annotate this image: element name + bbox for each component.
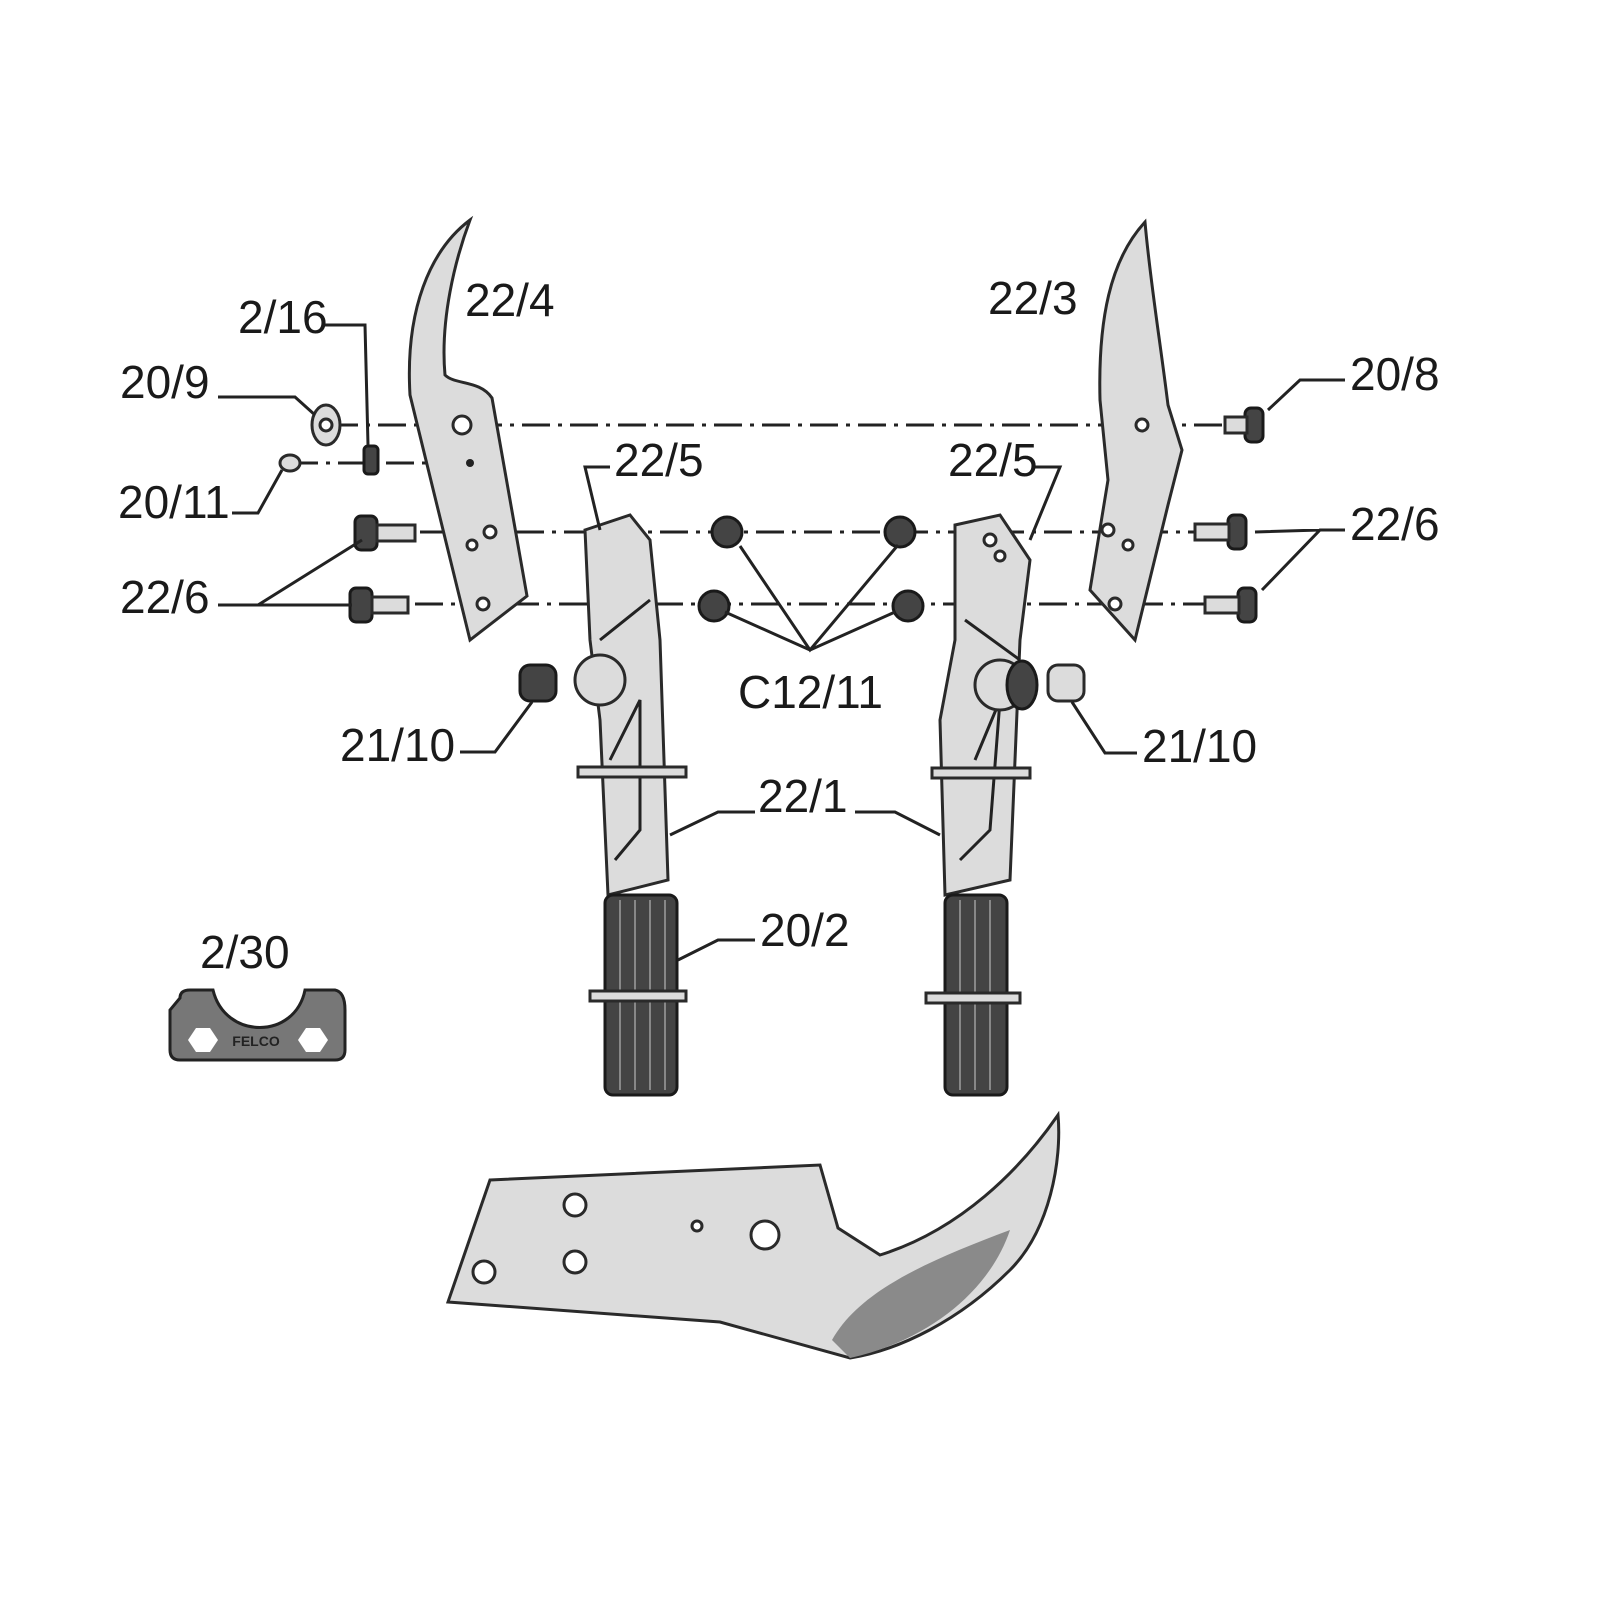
label-2-30: 2/30	[200, 926, 290, 978]
label-22-5-left: 22/5	[614, 434, 704, 486]
blade-closeup	[445, 1110, 1061, 1360]
label-22-6-left: 22/6	[120, 571, 210, 623]
label-22-6-right: 22/6	[1350, 498, 1440, 550]
label-c12-11: C12/11	[738, 666, 883, 718]
label-2-16: 2/16	[238, 291, 328, 343]
wrench-2-30: FELCO	[168, 988, 347, 1062]
left-handle-22-1	[573, 513, 688, 1097]
label-22-1: 22/1	[758, 770, 848, 822]
label-21-10-left: 21/10	[340, 719, 455, 771]
right-handle-22-1	[924, 513, 1039, 1097]
right-blade-22-3	[1088, 218, 1184, 644]
fasteners	[278, 403, 1265, 703]
part-labels: 22/4 2/16 20/9 20/11 22/6 22/5 22/3 20/8…	[118, 272, 1440, 978]
leader-lines	[218, 323, 1345, 962]
label-22-5-right: 22/5	[948, 434, 1038, 486]
label-22-3: 22/3	[988, 272, 1078, 324]
label-20-9: 20/9	[120, 356, 210, 408]
label-20-2: 20/2	[760, 904, 850, 956]
label-22-4: 22/4	[465, 274, 555, 326]
label-20-8: 20/8	[1350, 348, 1440, 400]
label-21-10-right: 21/10	[1142, 720, 1257, 772]
label-20-11: 20/11	[118, 476, 230, 528]
wrench-logo: FELCO	[232, 1033, 280, 1049]
